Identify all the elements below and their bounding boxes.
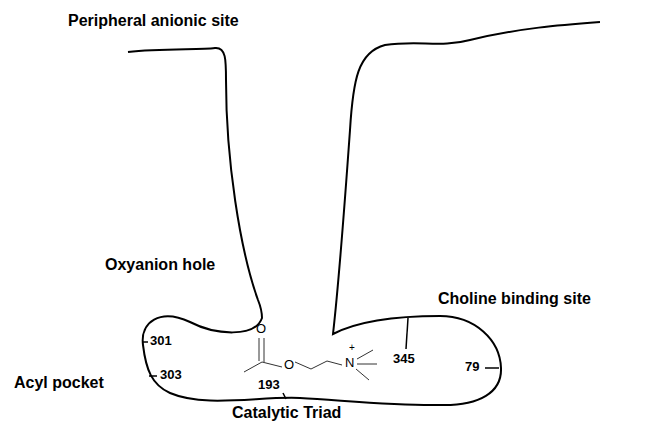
gorge-outline — [128, 22, 600, 405]
site-label: Acyl pocket — [14, 374, 104, 392]
site-label: Catalytic Triad — [232, 404, 341, 422]
charge-symbol: + — [349, 342, 355, 353]
residue-number: 193 — [258, 378, 280, 392]
residue-number: 303 — [160, 368, 182, 382]
atom-symbol: O — [284, 358, 294, 372]
residue-number: 79 — [465, 360, 479, 374]
bond — [262, 362, 282, 367]
tick-301 — [143, 341, 148, 343]
atom-symbol: O — [256, 322, 266, 336]
atom-symbol: N — [345, 356, 354, 370]
residue-number: 345 — [393, 352, 415, 366]
residue-number: 301 — [150, 334, 172, 348]
site-label: Peripheral anionic site — [68, 12, 239, 30]
bond — [357, 350, 373, 359]
tick-345 — [406, 318, 408, 349]
acetylcholine-bonds — [244, 338, 377, 380]
bond — [295, 361, 342, 369]
tick-triad — [283, 393, 286, 399]
residue-ticks — [143, 318, 499, 399]
bond — [356, 369, 369, 380]
site-label: Oxyanion hole — [105, 256, 215, 274]
tick-303 — [149, 375, 157, 377]
bond — [357, 364, 377, 365]
bond — [264, 338, 265, 362]
tick-79 — [485, 367, 499, 369]
bond — [244, 362, 262, 372]
bond — [259, 338, 260, 361]
site-label: Choline binding site — [438, 290, 591, 308]
